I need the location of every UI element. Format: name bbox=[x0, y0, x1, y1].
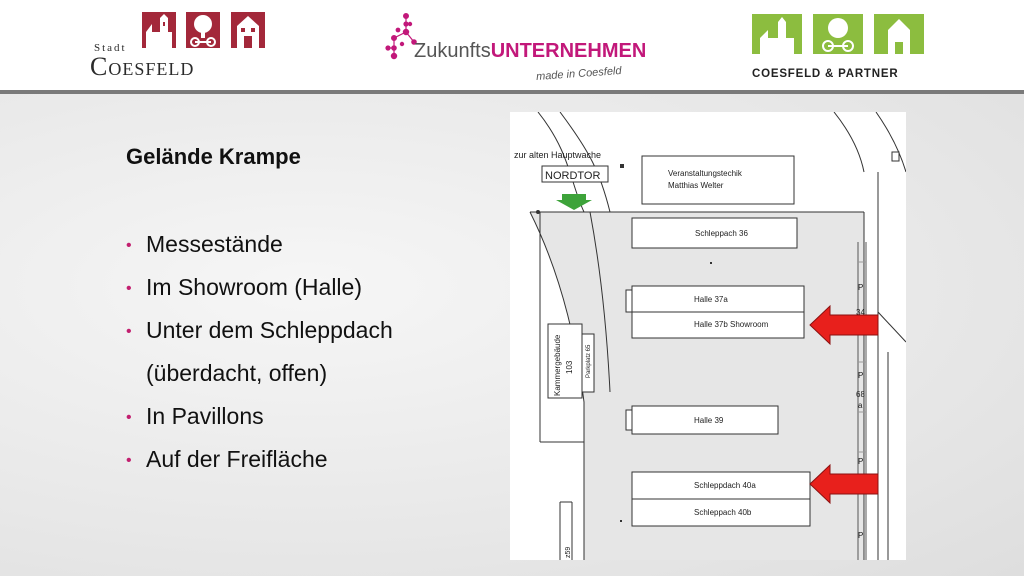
bullet-item: •Unter dem Schleppdach bbox=[126, 314, 393, 357]
schleppdach40b-label: Schleppach 40b bbox=[694, 508, 752, 517]
dot-network-icon bbox=[385, 12, 417, 60]
building-halle-39 bbox=[631, 405, 779, 435]
building-schleppdach-40b bbox=[631, 498, 811, 527]
zu-wordmark: ZukunftsUNTERNEHMEN bbox=[414, 40, 647, 62]
bullet-continuation: (überdacht, offen) bbox=[146, 360, 328, 386]
halle37b-label: Halle 37b Showroom bbox=[694, 320, 769, 329]
building-halle-37a bbox=[631, 285, 805, 313]
marker-p4: P bbox=[858, 531, 863, 540]
building-veranstaltungstechnik bbox=[641, 155, 795, 205]
site-map: zur alten Hauptwache NORDTOR Veranstaltu… bbox=[510, 112, 906, 560]
marker-a: a bbox=[858, 401, 863, 410]
bullet-item: •Im Showroom (Halle) bbox=[126, 271, 393, 314]
marker-34: 34 bbox=[856, 308, 865, 317]
building-kammergebaeude bbox=[547, 323, 583, 399]
bullet-dot-icon: • bbox=[126, 452, 132, 469]
highlight-arrow-schleppdach-icon bbox=[809, 463, 879, 505]
veranstaltung-label-1: Veranstaltungstechik bbox=[668, 169, 743, 178]
header-divider bbox=[0, 90, 1024, 94]
marker-p1: P bbox=[858, 283, 863, 292]
slide-heading: Gelände Krampe bbox=[126, 144, 301, 169]
halle39-label: Halle 39 bbox=[694, 416, 724, 425]
highlight-arrow-showroom-icon bbox=[809, 304, 879, 346]
marker-68: 68 bbox=[856, 390, 865, 399]
building-schleppdach-40a bbox=[631, 471, 811, 500]
bullet-item: •Auf der Freifläche bbox=[126, 443, 393, 486]
nordtor-label: NORDTOR bbox=[545, 170, 600, 182]
header-bar: Stadt Coesfeld ZukunftsUNTERNEHMEN made … bbox=[0, 0, 1024, 90]
bullet-dot-icon: • bbox=[126, 280, 132, 297]
coesfeld-partner-logo: COESFELD & PARTNER bbox=[750, 12, 935, 82]
stadt-coesfeld-logo: Stadt Coesfeld bbox=[90, 12, 275, 82]
partner-label: COESFELD & PARTNER bbox=[752, 68, 899, 80]
bullet-dot-icon: • bbox=[126, 409, 132, 426]
bullet-dot-icon: • bbox=[126, 237, 132, 254]
church-tile-icon bbox=[142, 12, 176, 48]
entrance-arrow-icon bbox=[556, 194, 592, 210]
veranstaltung-label-2: Matthias Welter bbox=[668, 181, 724, 190]
parkplatz-label: Parkplatz 65 bbox=[586, 344, 592, 378]
green-bike-tile-icon bbox=[813, 14, 863, 54]
green-church-tile-icon bbox=[752, 14, 802, 54]
green-tower-tile-icon bbox=[874, 14, 924, 54]
zu-tagline: made in Coesfeld bbox=[535, 65, 622, 83]
bullet-list: •Messestände •Im Showroom (Halle) •Unter… bbox=[126, 228, 393, 486]
parkplatz-area bbox=[581, 333, 595, 393]
kammer-label-1: Kammergebäude bbox=[553, 334, 562, 396]
gate-tower-tile-icon bbox=[231, 12, 265, 48]
tree-bike-tile-icon bbox=[186, 12, 220, 48]
schleppdach36-label: Schleppach 36 bbox=[695, 229, 748, 238]
bullet-item: •Messestände bbox=[126, 228, 393, 271]
to-hauptwache-label: zur alten Hauptwache bbox=[514, 150, 601, 160]
bullet-dot-icon: • bbox=[126, 323, 132, 340]
halle37a-label: Halle 37a bbox=[694, 295, 728, 304]
marker-p2: P bbox=[858, 371, 863, 380]
stadt-label: Stadt bbox=[94, 42, 127, 54]
marker-p3: P bbox=[858, 457, 863, 466]
kammer-label-2: 103 bbox=[565, 360, 574, 374]
building-halle-37b bbox=[631, 311, 805, 339]
coesfeld-label: Coesfeld bbox=[90, 52, 195, 81]
zukunftsunternehmen-logo: ZukunftsUNTERNEHMEN made in Coesfeld bbox=[384, 12, 647, 83]
building-schleppdach-36 bbox=[631, 217, 798, 249]
bullet-item: •In Pavillons bbox=[126, 400, 393, 443]
schleppdach40a-label: Schleppdach 40a bbox=[694, 481, 756, 490]
marker-z59: z59 bbox=[565, 547, 572, 558]
